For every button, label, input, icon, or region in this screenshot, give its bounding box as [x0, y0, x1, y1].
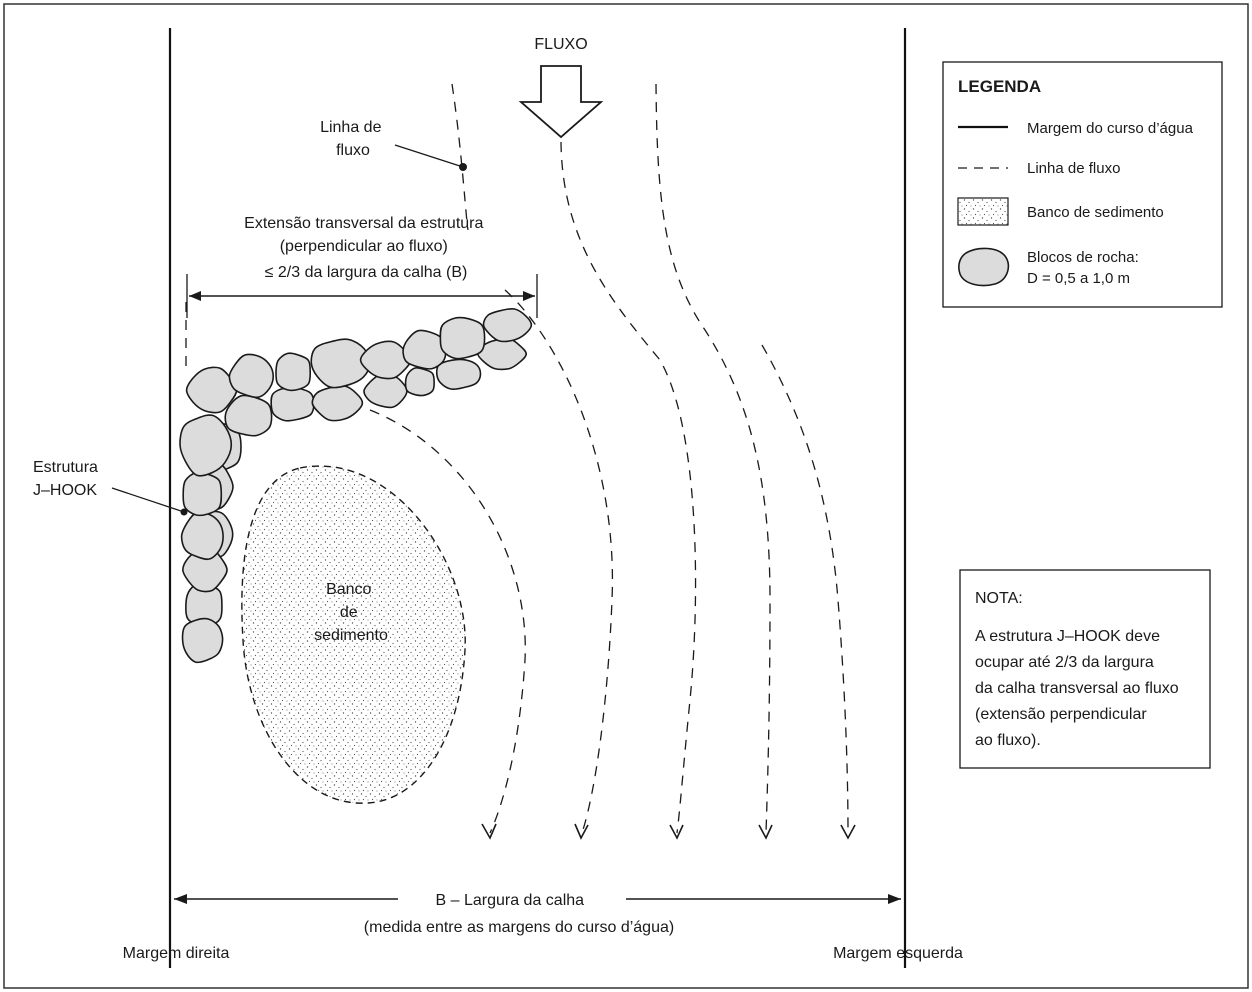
flow-arrowheads	[481, 823, 856, 840]
note-text: A estrutura J–HOOK deve ocupar até 2/3 d…	[975, 628, 1183, 749]
legend-title: LEGENDA	[958, 77, 1041, 96]
rock-block	[179, 414, 233, 477]
jhook-structure-leader	[111, 487, 185, 513]
flow-line-4	[655, 83, 771, 834]
flow-lines	[185, 83, 849, 834]
sediment-bank	[241, 465, 466, 804]
transverse-extent-arrow-left	[189, 291, 201, 301]
rock-block	[311, 384, 364, 422]
jhook-structure-label: Estrutura J–HOOK	[33, 459, 102, 499]
flow-line-top	[451, 83, 469, 231]
sediment-bank-label: Banco de sedimento	[314, 581, 388, 644]
legend-item-sediment: Banco de sedimento	[1027, 204, 1164, 221]
rock-block	[185, 366, 238, 414]
legend-item-bank: Margem do curso d’água	[1027, 120, 1194, 137]
figure-frame	[3, 3, 1249, 989]
flow-arrowhead-2	[574, 823, 589, 840]
flow-label: FLUXO	[534, 36, 587, 53]
flow-arrow	[518, 65, 604, 139]
flow-line-3	[560, 141, 697, 834]
channel-width-label: B – Largura da calha (medida entre as ma…	[364, 892, 674, 936]
flow-line-5	[761, 344, 849, 834]
flow-line-1	[369, 409, 526, 834]
legend-item-flow-line: Linha de fluxo	[1027, 160, 1120, 177]
rock-block	[310, 338, 372, 389]
flow-line-callout-leader	[394, 144, 464, 168]
flow-arrowhead-1	[481, 823, 497, 840]
jhook-structure-callout-dot	[180, 508, 188, 516]
channel-width-arrow-left	[174, 894, 187, 904]
rock-block	[435, 358, 482, 391]
flow-arrowhead-4	[758, 824, 773, 840]
rock-block	[402, 329, 447, 370]
flow-line-2	[504, 289, 614, 834]
legend-box: LEGENDA Margem do curso d’água Linha de …	[942, 61, 1223, 308]
flow-arrowhead-3	[669, 824, 684, 840]
rock-block	[359, 340, 412, 380]
rock-block	[228, 353, 275, 399]
rock-block	[482, 307, 533, 343]
rock-block	[180, 511, 224, 561]
note-title: NOTA:	[975, 590, 1023, 607]
legend-rock-symbol	[958, 247, 1010, 287]
rock-block	[363, 373, 408, 409]
flow-arrowhead-5	[840, 824, 856, 840]
channel-width-arrow-right	[888, 894, 901, 904]
transverse-extent-arrow-right	[523, 291, 535, 301]
jhook-rock-structure	[179, 307, 533, 664]
rock-block	[182, 471, 223, 517]
flow-line-label: Linha de fluxo	[320, 119, 386, 159]
right-bank-label: Margem direita	[123, 945, 230, 962]
legend-item-rock: Blocos de rocha: D = 0,5 a 1,0 m	[1027, 249, 1143, 287]
rock-block	[181, 617, 224, 664]
transverse-extent-label: Extensão transversal da estrutura (perpe…	[244, 215, 488, 281]
rock-block	[224, 394, 273, 437]
legend-stippled-symbol	[957, 197, 1009, 226]
left-bank-label: Margem esquerda	[833, 945, 963, 962]
rock-block	[270, 386, 315, 422]
rock-block	[439, 316, 486, 360]
rock-block	[404, 367, 435, 397]
rock-block	[275, 352, 312, 392]
note-box: NOTA: A estrutura J–HOOK deve ocupar até…	[959, 569, 1211, 769]
